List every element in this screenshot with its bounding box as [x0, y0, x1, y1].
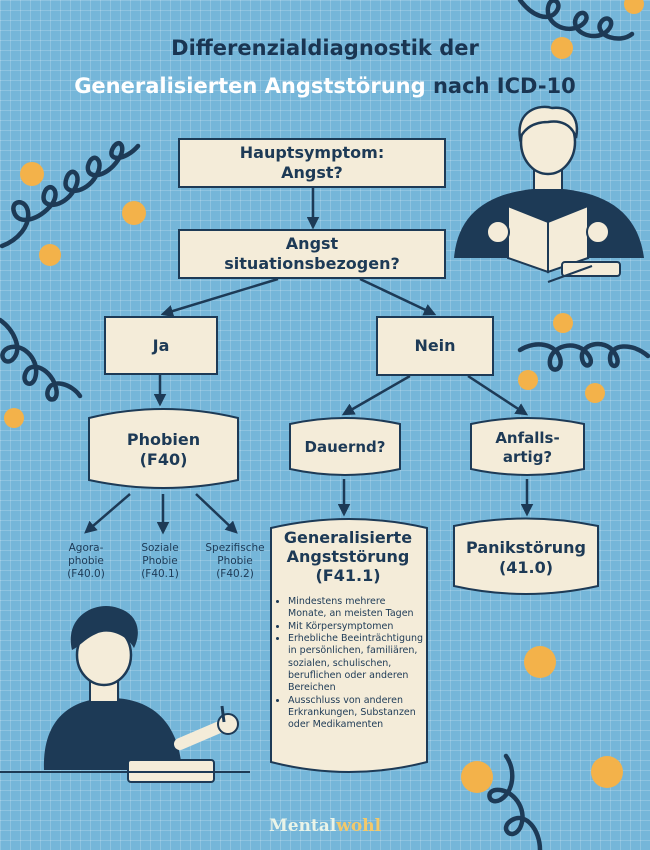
continuous-label: Dauernd?	[304, 438, 386, 457]
main-symptom-question: Angst?	[281, 163, 343, 182]
orange-dot	[39, 244, 61, 266]
yes-label: Ja	[152, 335, 170, 355]
list-item: Mindestens mehrere Monate, an meisten Ta…	[288, 596, 424, 621]
no-box: Nein	[376, 316, 494, 376]
spiral-squiggle-mid-left	[0, 317, 83, 402]
title-highlight: Generalisierten Angststörung	[74, 74, 426, 98]
orange-dot	[585, 383, 605, 403]
spiral-squiggle-top-left	[0, 141, 141, 249]
list-item: Erhebliche Beeinträchtigung in persönlic…	[288, 633, 424, 695]
spiral-squiggle-bottom-right	[487, 753, 543, 850]
situational-question-line2: situationsbezogen?	[224, 254, 400, 273]
list-item: Mit Körpersymptomen	[288, 621, 424, 633]
panic-box: Panikstörung(41.0)	[452, 516, 600, 600]
mentalwohl-logo: Mentalwohl	[268, 816, 382, 836]
orange-dot	[122, 201, 146, 225]
person-writing-illustration	[0, 605, 250, 783]
spiral-squiggle-top-right	[517, 0, 635, 41]
situational-question-line1: Angst	[285, 234, 339, 253]
page-title-line1: Differenzialdiagnostik der	[171, 36, 479, 60]
person-reading-illustration	[454, 105, 644, 283]
orange-dot	[461, 761, 493, 793]
orange-dot	[524, 646, 556, 678]
orange-dot	[624, 0, 644, 14]
panic-label: Panikstörung	[466, 538, 586, 557]
list-item: Ausschluss von anderen Erkrankungen, Sub…	[288, 695, 424, 732]
attack-label-line1: Anfalls-	[495, 428, 560, 447]
phobias-label: Phobien	[126, 430, 201, 449]
page-title-line2: Generalisierten Angststörung nach ICD-10	[0, 74, 650, 98]
title-rest: nach ICD-10	[425, 74, 576, 98]
phobias-box: Phobien(F40)	[87, 406, 240, 494]
arrow-q2-to-yes	[160, 277, 279, 318]
gad-box	[269, 516, 429, 778]
orange-dot	[553, 313, 573, 333]
arrow-no-to-continuous	[341, 374, 411, 416]
spiral-squiggle-mid-right	[517, 341, 650, 372]
attack-question-box: Anfalls-artig?	[469, 416, 586, 479]
arrow-phobias-to-agora	[84, 493, 131, 534]
phobias-code: (F40)	[139, 450, 188, 469]
arrow-q2-to-no	[359, 277, 437, 316]
orange-dot	[4, 408, 24, 428]
panic-code: (41.0)	[498, 558, 554, 577]
orange-dot	[20, 162, 44, 186]
no-label: Nein	[414, 336, 456, 355]
arrow-no-to-attack	[467, 374, 529, 416]
orange-dot	[518, 370, 538, 390]
attack-label-line2: artig?	[502, 447, 553, 466]
orange-dot	[551, 37, 573, 59]
orange-dot	[591, 756, 623, 788]
main-symptom-label: Hauptsymptom:	[239, 143, 385, 162]
arrow-phobias-to-specific	[195, 493, 238, 534]
continuous-question-box: Dauernd?	[288, 416, 402, 479]
agoraphobia-label: Agora-phobie(F40.0)	[67, 542, 105, 581]
yes-box: Ja	[104, 316, 218, 375]
gad-criteria-list: Mindestens mehrere Monate, an meisten Ta…	[276, 596, 424, 732]
main-symptom-question-box: Hauptsymptom:Angst?	[178, 138, 446, 188]
